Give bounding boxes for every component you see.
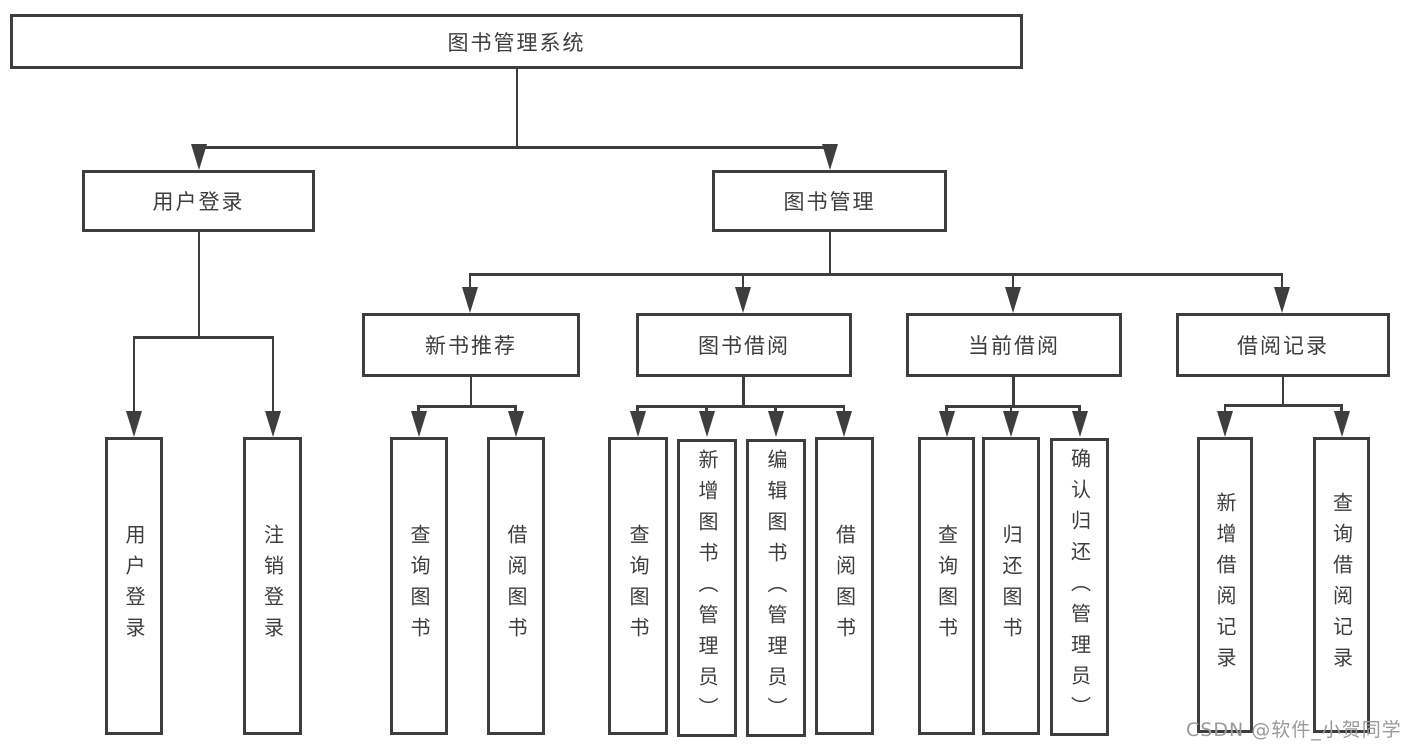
connector-root-hbar [197,146,831,149]
node-label: 用户登录 [152,190,245,214]
leaf-edit-book-admin: 编辑图书（管理员） [746,439,806,737]
connector-arrow-stem [468,273,472,289]
node-label: 借阅记录 [1237,334,1329,358]
watermark: CSDN @软件_小贺同学 [1186,719,1402,741]
arrow-down-icon [698,411,715,437]
connector-arrow-stem [132,336,136,413]
connector-arrow-stem [1009,405,1013,413]
node-label: 归还图书 [999,524,1023,648]
node-book-management: 图书管理 [712,170,947,232]
arrow-down-icon [821,144,838,170]
connector-user-login-hbar [133,336,274,339]
leaf-query-books-recommend: 查询图书 [390,437,448,735]
leaf-add-borrow-record: 新增借阅记录 [1197,437,1253,733]
leaf-query-books-borrowing: 查询图书 [608,437,668,735]
node-label: 新书推荐 [425,334,517,358]
connector-arrow-stem [417,405,420,413]
node-label: 确认归还（管理员） [1067,447,1092,727]
connector-root-stem [515,69,518,148]
arrow-down-icon [190,144,207,170]
connector-arrow-stem [1011,273,1015,289]
connector-stem [469,377,472,407]
connector-hbar [945,405,1080,408]
node-label: 查询图书 [934,524,959,648]
node-label: 注销登录 [260,524,285,648]
node-label: 新增借阅记录 [1213,492,1237,678]
arrow-down-icon [410,411,427,437]
connector-arrow-stem [945,405,948,413]
connector-arrow-stem [1340,404,1343,413]
node-label: 当前借阅 [968,334,1060,358]
arrow-down-icon [1274,287,1290,313]
node-library-system: 图书管理系统 [10,14,1023,69]
arrow-down-icon [1003,411,1019,437]
leaf-add-book-admin: 新增图书（管理员） [677,439,737,737]
connector-arrow-stem [1078,405,1081,413]
connector-arrow-stem [842,405,846,413]
connector-hbar [636,405,845,408]
connector-arrow-stem [271,336,275,413]
connector-stem [1012,377,1015,407]
arrow-down-icon [1217,411,1233,437]
arrow-down-icon [265,411,281,437]
connector-arrow-stem [741,273,745,289]
connector-user-login-stem [197,232,200,338]
node-label: 图书管理 [783,190,876,214]
node-new-book-recommend: 新书推荐 [362,313,580,377]
connector-hbar [1224,404,1343,407]
leaf-query-books-current: 查询图书 [918,437,975,735]
connector-arrow-stem [1223,404,1227,413]
leaf-user-login: 用户登录 [105,437,163,735]
node-current-borrowing: 当前借阅 [906,313,1122,377]
leaf-logout: 注销登录 [243,437,302,735]
node-user-login-branch: 用户登录 [82,170,315,232]
node-label: 借阅图书 [504,524,528,648]
arrow-down-icon [126,411,142,437]
leaf-return-books: 归还图书 [982,437,1040,735]
node-label: 借阅图书 [832,524,857,648]
arrow-down-icon [938,411,955,437]
arrow-down-icon [1333,411,1350,437]
arrow-down-icon [767,411,784,437]
connector-book-mgmt-hbar [469,273,1283,276]
node-book-borrowing: 图书借阅 [636,313,852,377]
node-label: 新增图书（管理员） [695,448,719,728]
arrow-down-icon [1005,287,1021,313]
connector-arrow-stem [705,405,708,413]
leaf-query-borrow-record: 查询借阅记录 [1313,437,1370,733]
connector-book-mgmt-stem [828,232,831,275]
connector-hbar [417,405,517,408]
connector-arrow-stem [636,405,639,413]
arrow-down-icon [629,411,646,437]
arrow-down-icon [735,287,751,313]
connector-stem [742,377,745,407]
connector-stem [1281,377,1285,406]
arrow-down-icon [1071,411,1088,437]
node-label: 编辑图书（管理员） [764,448,788,728]
node-label: 查询图书 [626,524,650,648]
node-label: 用户登录 [122,524,146,648]
node-label: 查询借阅记录 [1329,492,1354,678]
node-label: 查询图书 [407,524,431,648]
leaf-borrow-books-borrowing: 借阅图书 [815,437,874,735]
leaf-confirm-return-admin: 确认归还（管理员） [1050,438,1109,736]
arrow-down-icon [507,411,524,437]
leaf-borrow-books-recommend: 借阅图书 [487,437,545,735]
arrow-down-icon [462,287,478,313]
arrow-down-icon [836,411,852,437]
connector-arrow-stem [1280,273,1284,289]
node-label: 图书借阅 [698,334,790,358]
node-label: 图书管理系统 [447,30,586,55]
node-borrowing-records: 借阅记录 [1176,313,1390,377]
connector-arrow-stem [774,405,777,413]
connector-arrow-stem [514,405,517,413]
